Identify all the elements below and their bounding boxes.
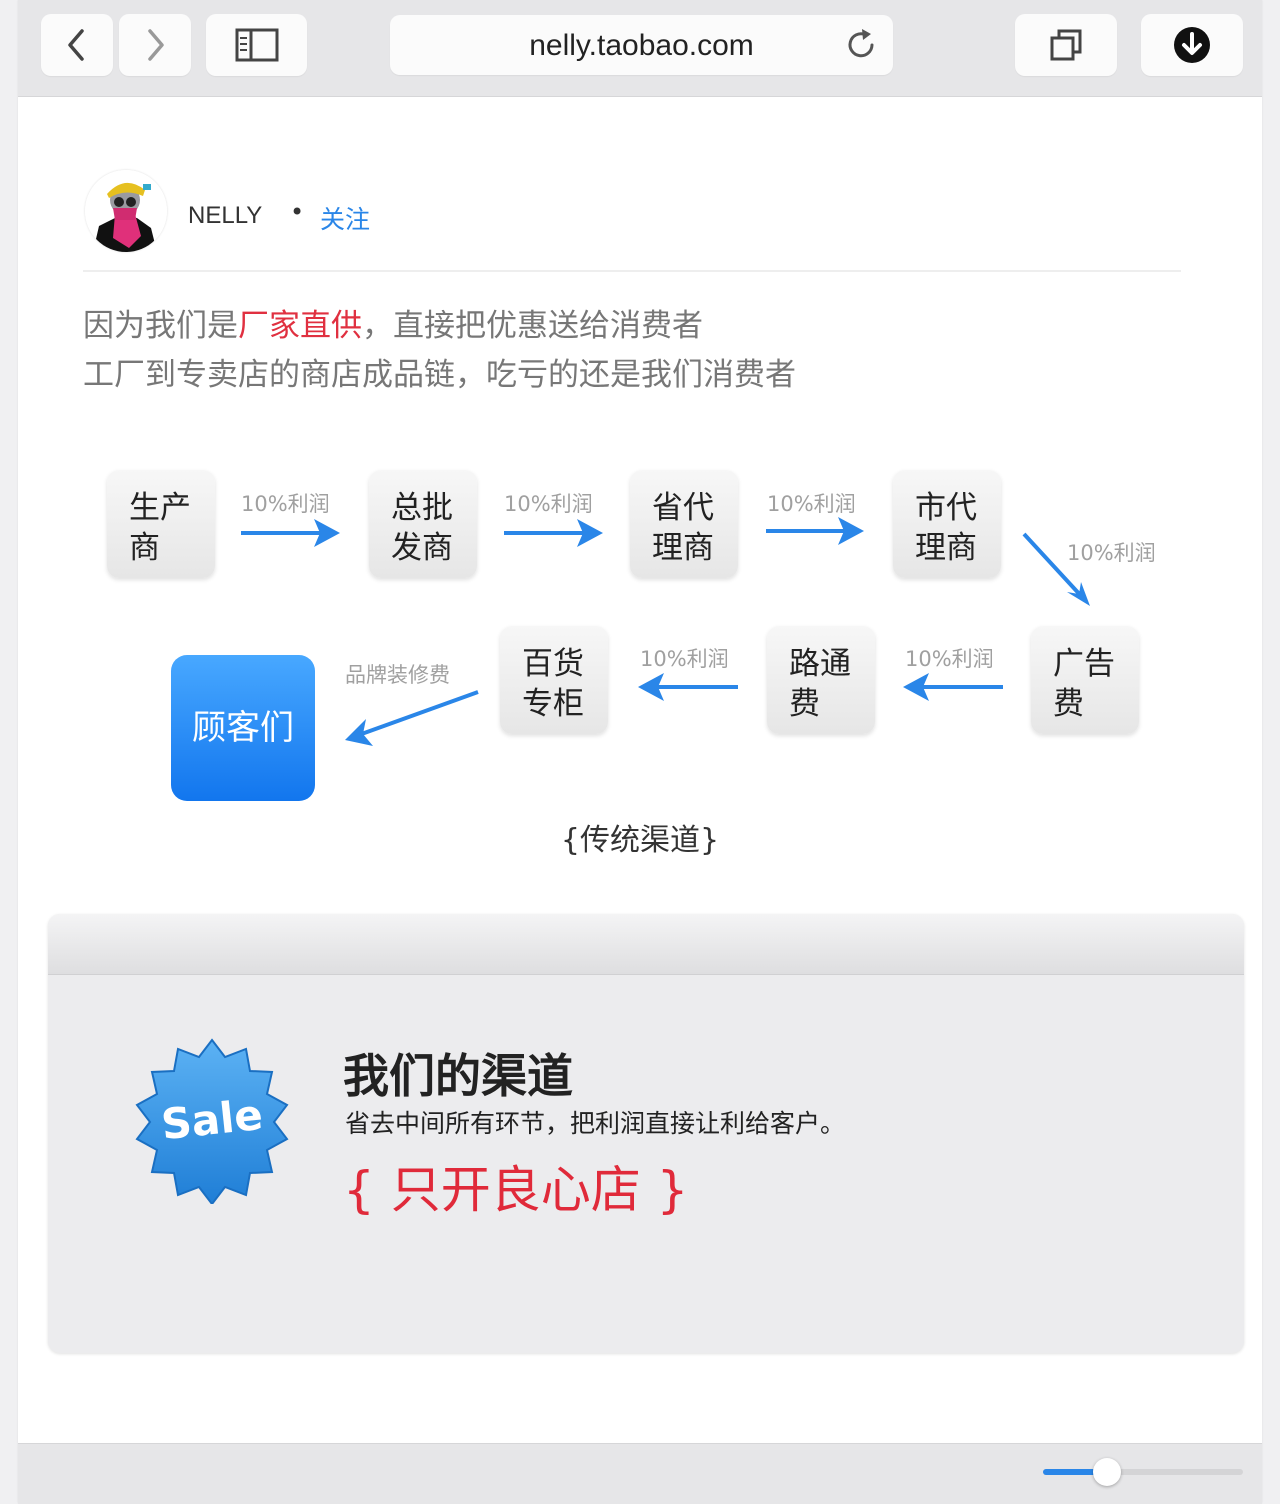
download-button[interactable] (1141, 14, 1243, 76)
flow-arrow (355, 690, 479, 738)
flow-node-logistics: 路通 费 (767, 626, 875, 734)
arrowhead (903, 673, 929, 701)
node-text: 专柜 (522, 686, 584, 722)
follow-link[interactable]: 关注 (320, 205, 371, 234)
node-text: 发商 (391, 530, 453, 566)
profit-label: 10%利润 (1067, 541, 1156, 565)
username[interactable]: NELLY (188, 202, 263, 229)
flow-node-department-store: 百货 专柜 (500, 626, 608, 734)
channel-description: 省去中间所有环节，把利润直接让利给客户。 (345, 1109, 846, 1138)
flow-arrows (241, 517, 1090, 746)
profit-label: 10%利润 (504, 492, 593, 516)
node-text: 费 (789, 686, 820, 722)
channel-slogan: { 只开良心店 } (343, 1161, 689, 1219)
node-text: 省代 (652, 490, 714, 526)
node-text: 费 (1053, 686, 1084, 722)
sidebar-icon (235, 28, 278, 62)
zoom-slider-track[interactable] (1043, 1469, 1243, 1475)
arrowhead (577, 519, 603, 547)
flow-node-advertising: 广告 费 (1031, 626, 1139, 734)
reload-icon[interactable] (845, 27, 879, 63)
divider (83, 270, 1181, 272)
node-text: 广告 (1053, 646, 1115, 682)
url-text: nelly.taobao.com (529, 29, 754, 62)
profit-label: 10%利润 (640, 647, 729, 671)
node-text: 百货 (522, 646, 584, 682)
zoom-slider-fill (1043, 1469, 1107, 1475)
separator-dot: • (290, 198, 305, 226)
browser-toolbar: nelly.taobao.com (18, 0, 1262, 97)
address-bar[interactable]: nelly.taobao.com (390, 15, 893, 75)
profit-label: 10%利润 (905, 647, 994, 671)
flow-node-wholesaler: 总批 发商 (369, 470, 477, 578)
flow-arrow (1022, 532, 1085, 600)
sidebar-button[interactable] (206, 14, 307, 76)
intro-text: ，直接把优惠送给消费者 (362, 308, 703, 344)
flow-node-customers: 顾客们 (171, 655, 315, 801)
download-icon (1174, 27, 1210, 63)
zoom-slider-knob[interactable] (1093, 1458, 1121, 1486)
intro-line-2: 工厂到专卖店的商店成品链，吃亏的还是我们消费者 (83, 357, 796, 393)
avatar-image (85, 170, 167, 252)
flow-node-producer: 生产 商 (107, 470, 215, 578)
node-text: 理商 (915, 530, 977, 566)
flow-node-city-agent: 市代 理商 (893, 470, 1001, 578)
badge-text: Sale (159, 1090, 265, 1149)
diagram-caption: {传统渠道} (560, 823, 720, 858)
channel-title: 我们的渠道 (343, 1049, 573, 1103)
profit-label: 10%利润 (767, 492, 856, 516)
avatar[interactable] (85, 170, 167, 252)
node-text: 市代 (915, 490, 977, 526)
node-text: 商 (129, 530, 160, 566)
arrowhead (1067, 582, 1090, 606)
sale-badge-icon: Sale (135, 1038, 289, 1206)
chevron-left-icon (68, 29, 84, 61)
intro-line-1: 因为我们是厂家直供，直接把优惠送给消费者 (83, 300, 703, 345)
node-text: 理商 (652, 530, 714, 566)
arrowhead (838, 517, 864, 545)
sale-badge: Sale (128, 1036, 296, 1208)
tabs-button[interactable] (1015, 14, 1117, 76)
arrowhead (345, 719, 373, 746)
panel-header-bar (48, 914, 1244, 975)
intro-highlight: 厂家直供 (238, 308, 362, 344)
node-text: 总批 (391, 490, 453, 526)
tabs-icon (1050, 29, 1082, 61)
arrowhead (638, 673, 664, 701)
decor-fee-label: 品牌装修费 (345, 663, 450, 687)
intro-text: 因为我们是 (83, 308, 238, 344)
back-button[interactable] (41, 14, 113, 76)
chevron-right-icon (148, 29, 164, 61)
node-text: 路通 (789, 646, 851, 682)
node-text: 生产 (129, 490, 191, 526)
arrowhead (314, 519, 340, 547)
forward-button[interactable] (119, 14, 191, 76)
profit-label: 10%利润 (241, 492, 330, 516)
flow-node-provincial-agent: 省代 理商 (630, 470, 738, 578)
